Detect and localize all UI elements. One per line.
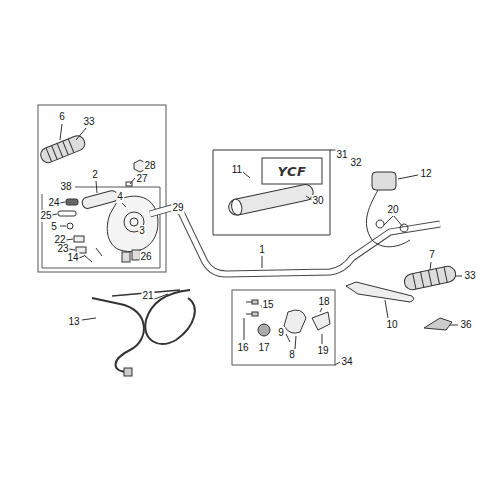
callout-number: 28 xyxy=(143,160,156,172)
callout-number: 8 xyxy=(288,349,296,361)
callout-number: 1 xyxy=(258,244,266,256)
callout-number: 13 xyxy=(67,316,80,328)
callout-number: 24 xyxy=(47,197,60,209)
callout-number: 34 xyxy=(340,356,353,368)
callout-number: 3 xyxy=(138,225,146,237)
callout-number: 15 xyxy=(261,299,274,311)
callout-number: 5 xyxy=(50,221,58,233)
callout-number: 30 xyxy=(311,195,324,207)
callout-number: 12 xyxy=(419,168,432,180)
callout-number: 4 xyxy=(116,191,124,203)
logo-text: YCF xyxy=(277,164,308,179)
callout-number: 27 xyxy=(135,173,148,185)
callout-number: 36 xyxy=(459,319,472,331)
callout-number: 7 xyxy=(428,249,436,261)
callout-number: 32 xyxy=(349,157,362,169)
callout-number: 11 xyxy=(231,164,243,176)
callout-number: 38 xyxy=(59,181,72,193)
callout-number: 33 xyxy=(82,116,95,128)
callout-number: 2 xyxy=(91,169,99,181)
callout-number: 19 xyxy=(316,345,329,357)
callout-number: 29 xyxy=(171,202,184,214)
callout-number: 16 xyxy=(236,342,249,354)
callout-number: 17 xyxy=(257,342,270,354)
callout-number: 31 xyxy=(335,149,348,161)
callout-number: 33 xyxy=(463,270,476,282)
callout-number: 26 xyxy=(139,251,152,263)
callout-number: 9 xyxy=(277,327,285,339)
callout-number: 20 xyxy=(386,204,399,216)
callout-number: 6 xyxy=(58,111,66,123)
callout-number: 21 xyxy=(141,290,154,302)
callout-number: 10 xyxy=(385,319,398,331)
callout-number: 18 xyxy=(317,296,330,308)
callout-number: 14 xyxy=(66,252,79,264)
